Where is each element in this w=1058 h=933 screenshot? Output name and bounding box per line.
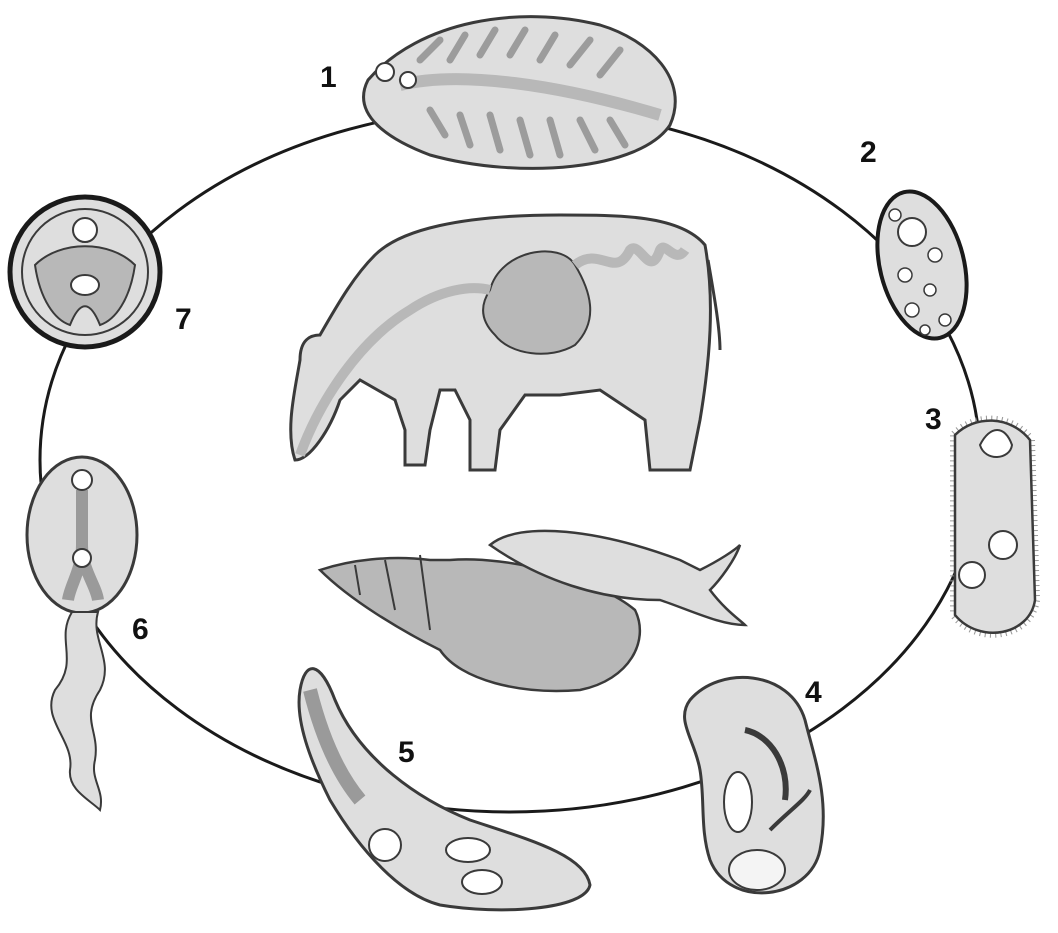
egg-icon (875, 189, 969, 341)
stage-label-6: 6 (132, 613, 149, 646)
cow-icon (289, 213, 722, 472)
redia-icon (297, 667, 592, 912)
stage-label-2: 2 (860, 136, 877, 169)
stage-label-3: 3 (925, 403, 942, 436)
miracidium-icon (950, 415, 1041, 638)
snail-icon (317, 529, 749, 693)
sporocyst-icon (683, 676, 825, 895)
cycle-ring (38, 106, 982, 814)
stage-label-7: 7 (175, 303, 192, 336)
metacercaria-icon (7, 194, 163, 350)
stage-label-4: 4 (805, 676, 822, 709)
cercaria-icon (25, 455, 139, 812)
stage-label-1: 1 (320, 61, 337, 94)
adult-fluke-icon (362, 15, 677, 170)
stage-label-5: 5 (398, 736, 415, 769)
